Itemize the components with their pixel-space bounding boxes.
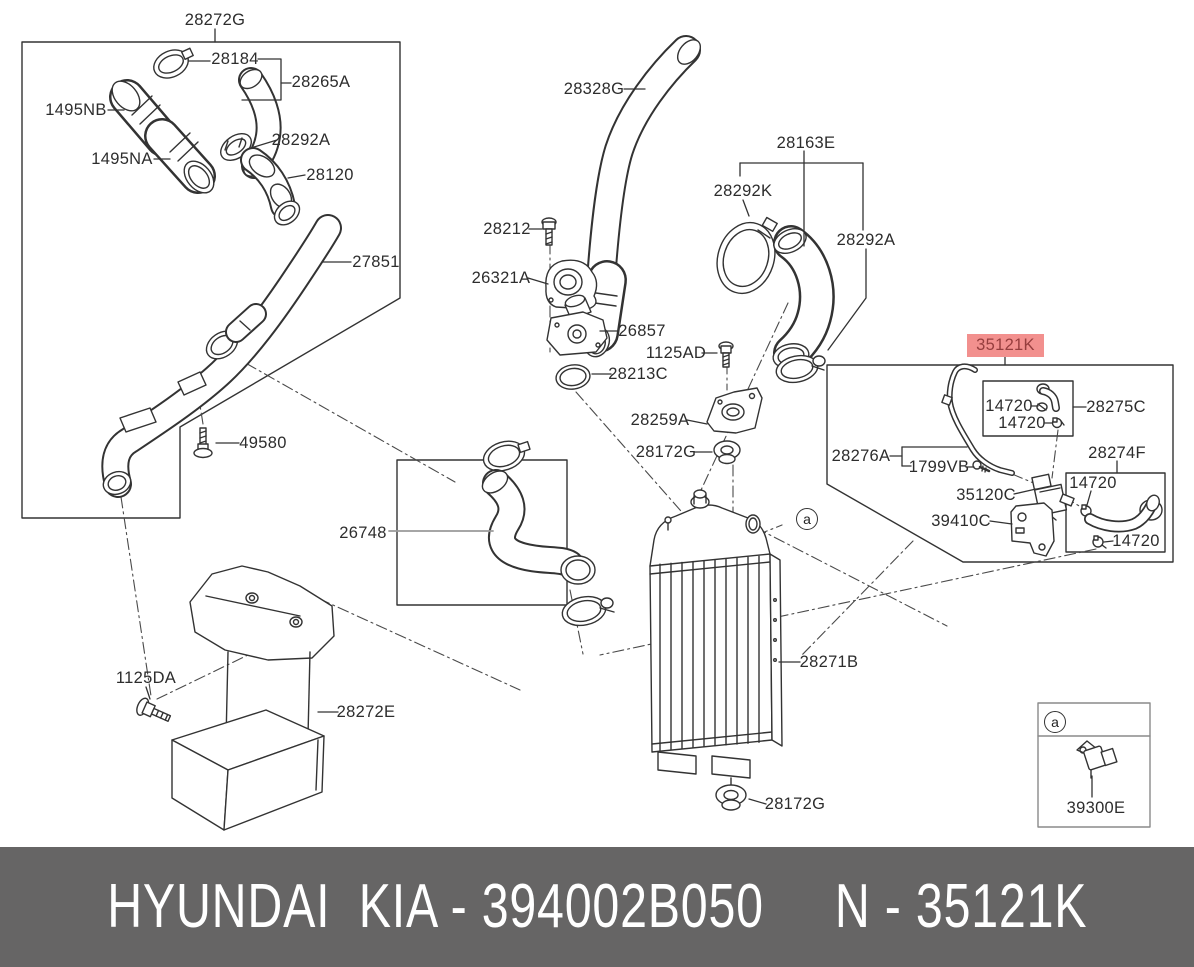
part-label-14720-1: 14720 [985,396,1033,415]
part-label-26857: 26857 [618,321,666,340]
part-drawing-28120-hose [240,147,296,219]
part-drawing-28172g-grommet-lower [715,784,747,811]
part-label-28172g-lower: 28172G [764,794,826,813]
part-drawing-49580-bolt [193,427,213,459]
part-label-27851: 27851 [352,252,400,271]
highlighted-part-label-35121k: 35121K [967,334,1044,357]
part-label-1495na: 1495NA [91,149,153,168]
part-label-28274f: 28274F [1088,443,1146,462]
part-drawing-28259a-bracket [706,387,763,434]
part-drawing-26748-hose [481,440,615,627]
part-label-28271b: 28271B [799,652,859,671]
part-label-28292k: 28292K [713,181,773,200]
part-label-26321a: 26321A [471,268,531,287]
part-drawing-1495na [144,118,216,194]
diagram-artwork [21,28,1174,831]
part-drawing-1125ad-bolt [718,341,734,368]
part-drawing-26857 [546,294,608,356]
part-label-28328g: 28328G [563,79,625,98]
footer-banner: HYUNDAI KIA - 394002B050 N - 35121K [0,847,1194,967]
part-label-26748: 26748 [339,523,387,542]
part-label-28265a: 28265A [291,72,351,91]
part-label-14720-4: 14720 [1112,531,1160,550]
box-26748-group [396,459,568,606]
part-label-1799vb: 1799VB [908,457,970,476]
part-label-28276a: 28276A [831,446,891,465]
part-label-28292a-right: 28292A [836,230,896,249]
part-label-35120c: 35120C [956,485,1016,504]
part-drawing-39300e-sensor [1076,740,1118,779]
part-drawing-28275c-icons [1036,383,1065,429]
part-drawing-28172g-grommet-upper [713,440,741,465]
part-label-39300e: 39300E [1066,798,1126,817]
box-28272g-group [21,41,401,519]
part-label-28213c: 28213C [608,364,668,383]
box-28274f-group [1065,472,1166,553]
part-label-1125ad: 1125AD [645,343,707,362]
part-label-1495nb: 1495NB [45,100,107,119]
part-label-28292a-top: 28292A [271,130,331,149]
part-label-1125da: 1125DA [115,668,177,687]
part-drawing-28274f-hose [1080,494,1163,549]
box-35121k-group [826,364,1174,563]
part-label-28184: 28184 [211,49,259,68]
part-label-39410c: 39410C [931,511,991,530]
part-drawing-28213c-oring [555,364,591,390]
part-label-14720-2: 14720 [998,413,1046,432]
part-label-28212: 28212 [483,219,531,238]
footer-banner-text: HYUNDAI KIA - 394002B050 N - 35121K [106,872,1088,941]
part-drawing-28184-clamp [153,47,194,79]
part-drawing-27851-pipe [101,200,342,498]
part-drawing-28272e-resonator [171,565,335,831]
leader-lines [107,28,1118,805]
part-label-28172g-upper: 28172G [635,442,697,461]
part-label-28275c: 28275C [1086,397,1146,416]
part-label-28259a: 28259A [630,410,690,429]
part-label-28163e: 28163E [776,133,836,152]
box-39300e-group [1037,702,1151,828]
part-drawing-39410c-bracket [1010,502,1055,557]
part-drawing-28271b-intercooler [649,489,783,788]
part-drawing-28292k-clamp [716,216,778,295]
part-label-49580: 49580 [239,433,287,452]
callout-a-39300e-box: a [1044,711,1066,733]
part-drawing-28292a-elbow [772,225,835,371]
part-label-28120: 28120 [306,165,354,184]
part-drawing-1125da-bolt [136,697,172,722]
part-drawing-28212-bolt [541,217,557,246]
part-drawing-1799vb-screw [972,460,991,473]
part-drawing-35121k-tube [941,363,1015,476]
part-label-28272e: 28272E [336,702,396,721]
part-drawing-28163e-clamp [775,354,826,384]
part-label-28272g: 28272G [184,10,246,29]
box-28275c-group [982,380,1074,437]
part-label-14720-3: 14720 [1069,473,1117,492]
callout-a-intercooler: a [796,508,818,530]
